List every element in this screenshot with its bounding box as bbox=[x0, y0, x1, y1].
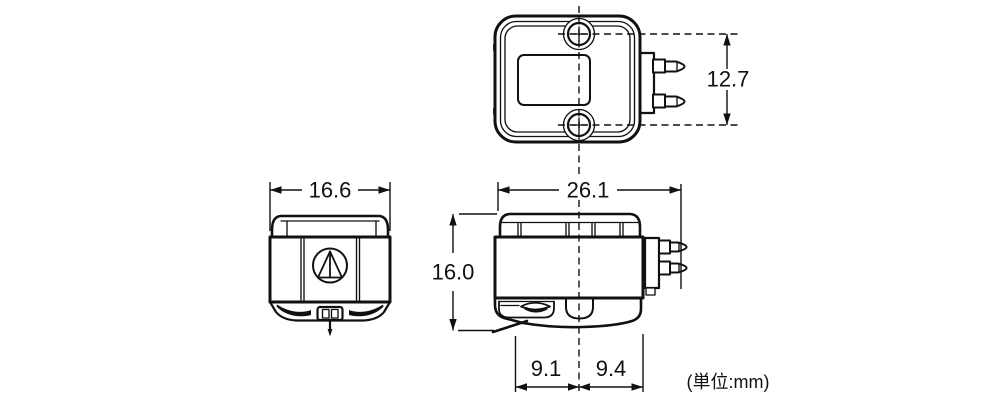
arrowhead-up bbox=[449, 214, 457, 226]
dimension-pin-spacing: 12.7 bbox=[558, 33, 750, 126]
output-pin-base bbox=[652, 58, 666, 74]
stylus-knob-grip bbox=[524, 307, 548, 313]
output-pin bbox=[669, 241, 688, 253]
pin-mount-block bbox=[643, 236, 661, 290]
arrowhead-left bbox=[498, 186, 510, 194]
extension-line bbox=[458, 213, 497, 332]
output-pin-base bbox=[658, 260, 671, 276]
dimension-label: 16.6 bbox=[309, 178, 352, 203]
mount-tab bbox=[645, 287, 656, 296]
stylus-holder bbox=[316, 305, 344, 322]
arrowhead-right bbox=[631, 383, 643, 391]
arrowhead-left bbox=[515, 383, 527, 391]
side-view-output-pins bbox=[638, 236, 688, 296]
output-pin-base bbox=[658, 239, 671, 255]
extension-line bbox=[514, 334, 644, 392]
stylus-holder-detail bbox=[321, 308, 330, 319]
top-view bbox=[493, 14, 686, 144]
stylus-guard-right-wing bbox=[349, 304, 384, 317]
arrowhead-down bbox=[723, 113, 731, 125]
arrowhead-down bbox=[449, 319, 457, 331]
cantilever bbox=[491, 319, 529, 334]
arrowhead-up bbox=[723, 34, 731, 46]
side-top-shell bbox=[498, 212, 642, 240]
arrowhead-left bbox=[270, 186, 282, 194]
output-pin bbox=[664, 60, 686, 73]
dimension-label: 16.0 bbox=[432, 260, 475, 285]
dimension-front-width: 16.6 bbox=[269, 178, 391, 231]
output-pin-base bbox=[652, 93, 666, 109]
dimension-side-length: 26.1 bbox=[497, 178, 682, 289]
dimension-side-height: 16.0 bbox=[432, 213, 497, 332]
side-view bbox=[491, 212, 688, 334]
shell-ridges bbox=[517, 222, 624, 238]
stylus-holder-detail bbox=[330, 308, 339, 319]
front-view bbox=[268, 214, 392, 337]
stylus-tray bbox=[498, 300, 555, 319]
dimension-label: 26.1 bbox=[567, 178, 610, 203]
stylus-guard-left-wing bbox=[276, 304, 311, 317]
arrowhead-right bbox=[378, 186, 390, 194]
arrowhead-right bbox=[669, 186, 681, 194]
stylus-tip bbox=[327, 329, 333, 337]
unit-note: (単位:mm) bbox=[687, 372, 770, 392]
body-cutout bbox=[517, 54, 591, 106]
extension-line bbox=[497, 182, 682, 289]
top-view-inner-outline bbox=[499, 20, 636, 138]
top-view-body-outline bbox=[493, 14, 642, 144]
top-view-output-pins bbox=[635, 51, 686, 115]
dimension-label: 12.7 bbox=[707, 67, 750, 92]
output-pin bbox=[669, 262, 688, 274]
dimension-label: 9.1 bbox=[531, 356, 562, 381]
front-top-shell bbox=[270, 214, 390, 239]
front-panel-lines bbox=[300, 238, 361, 301]
logo-circle bbox=[312, 247, 348, 284]
side-body-outline bbox=[493, 235, 645, 300]
dimension-label: 9.4 bbox=[596, 356, 627, 381]
dimension-stylus-offsets: 9.1 9.4 bbox=[514, 334, 644, 392]
arrowhead-left bbox=[579, 383, 590, 391]
output-pin bbox=[664, 95, 686, 108]
arrowhead-right bbox=[568, 383, 579, 391]
audio-technica-logo-icon bbox=[312, 247, 348, 284]
